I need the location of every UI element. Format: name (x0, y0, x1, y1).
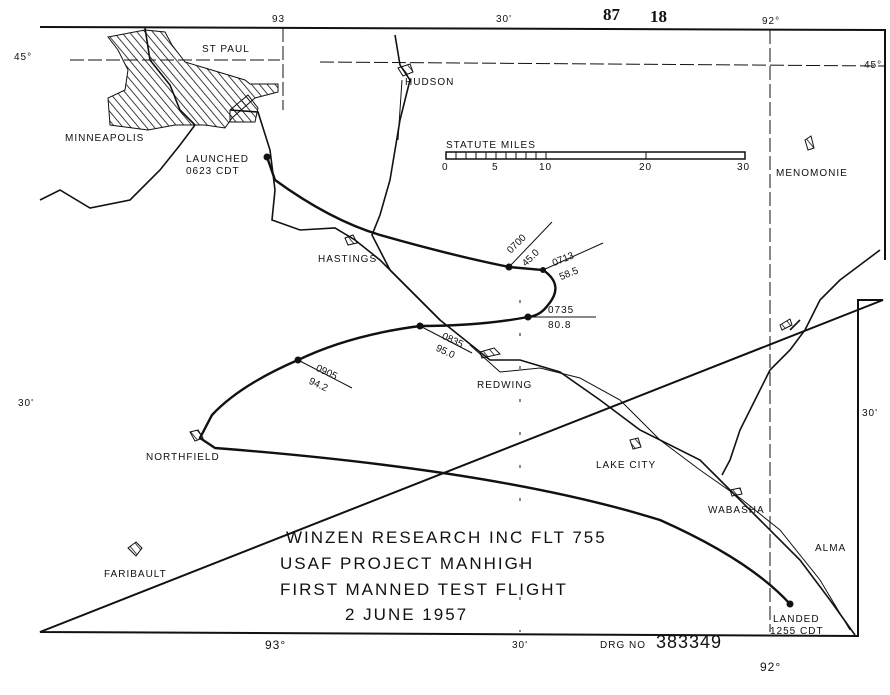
sheet-number-a: 87 (603, 5, 620, 24)
drawing-number: 383349 (656, 632, 723, 652)
graticule-right-30: 30' (862, 408, 879, 419)
label-minneapolis: MINNEAPOLIS (65, 133, 145, 144)
scale-bar (445, 151, 746, 160)
title-line-4: 2 JUNE 1957 (345, 605, 469, 624)
title-line-1: WINZEN RESEARCH INC FLT 755 (286, 528, 607, 547)
fix-leader-lines (297, 221, 604, 389)
twin-cities-urban-area (107, 29, 279, 131)
sheet-number-b: 18 (650, 7, 667, 26)
drawing-number-label: DRG NO (600, 640, 646, 651)
graticule-bottom-93: 93° (265, 638, 287, 652)
graticule-left-45: 45° (14, 52, 33, 63)
label-alma: ALMA (815, 543, 847, 554)
graticule-top-93: 93 (272, 14, 286, 25)
label-hudson: HUDSON (405, 77, 455, 88)
label-st-paul: ST PAUL (202, 44, 250, 55)
scale-title: STATUTE MILES (446, 140, 536, 151)
label-hastings: HASTINGS (318, 254, 378, 265)
scale-tick-5: 5 (492, 162, 499, 173)
graticule-bottom-92: 92° (760, 660, 782, 674)
scale-tick-0: 0 (442, 162, 449, 173)
fix-0735-alt: 80.8 (548, 320, 572, 331)
launched-label: LAUNCHED (186, 154, 250, 165)
graticule (70, 28, 886, 632)
label-northfield: NORTHFIELD (146, 452, 220, 463)
fix-0735-time: 0735 (548, 305, 575, 316)
label-wabasha: WABASHA (708, 505, 765, 516)
label-lake-city: LAKE CITY (596, 460, 657, 471)
graticule-top-30: 30' (496, 14, 513, 25)
scale-tick-10: 10 (539, 162, 553, 173)
title-line-2: USAF PROJECT MANHIGH (280, 554, 535, 573)
launch-time: 0623 CDT (186, 166, 240, 177)
landed-label: LANDED (773, 614, 820, 625)
label-faribault: FARIBAULT (104, 569, 167, 580)
graticule-left-30: 30' (18, 398, 35, 409)
land-time: 1255 CDT (770, 626, 824, 637)
graticule-top-92: 92° (762, 16, 781, 27)
label-red-wing: REDWING (477, 380, 533, 391)
scale-tick-30: 30 (737, 162, 751, 173)
map-border (39, 26, 886, 638)
scale-tick-20: 20 (639, 162, 653, 173)
graticule-right-45: 45° (864, 60, 883, 71)
label-menomonie: MENOMONIE (776, 168, 848, 179)
title-line-3: FIRST MANNED TEST FLIGHT (280, 580, 568, 599)
flight-track (198, 156, 791, 605)
fix-markers (263, 153, 794, 608)
town-symbols (127, 63, 815, 557)
graticule-bottom-30: 30' (512, 640, 529, 651)
